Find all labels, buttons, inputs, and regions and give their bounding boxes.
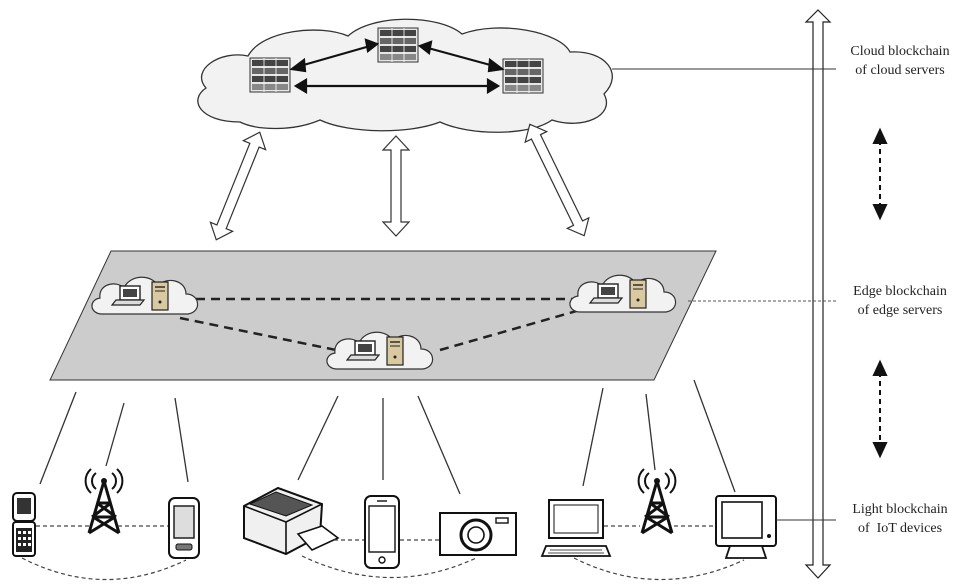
camera-icon — [439, 512, 517, 556]
device-uplinks — [39, 379, 736, 495]
light-layer-label: Light blockchain of IoT devices — [820, 500, 976, 538]
edge-plane — [49, 250, 717, 381]
edge-label-line2: of edge servers — [857, 303, 943, 318]
light-label-line1: Light blockchain — [852, 502, 948, 517]
cloud-label-line2: of cloud servers — [855, 63, 945, 78]
edge-links — [179, 297, 581, 352]
television-icon — [715, 495, 777, 559]
printer-icon — [243, 486, 340, 556]
desktop-monitor-icon — [540, 499, 612, 557]
light-label-line2: of IoT devices — [857, 521, 943, 536]
flip-phone-icon — [12, 492, 36, 557]
scale-double-arrow — [804, 9, 832, 579]
cloud-server-rack-icon — [249, 57, 291, 93]
cloud-server-links — [289, 38, 505, 94]
cloud-label-line1: Cloud blockchain — [850, 44, 950, 59]
pda-icon — [168, 497, 200, 559]
cloud-server-rack-icon — [377, 27, 419, 63]
smartphone-icon — [364, 495, 400, 569]
edge-label-line1: Edge blockchain — [853, 284, 947, 299]
edge-layer-label: Edge blockchain of edge servers — [820, 282, 976, 320]
cloud-server-rack-icon — [502, 58, 544, 94]
device-local-links — [21, 525, 745, 581]
cloud-layer-label: Cloud blockchain of cloud servers — [820, 42, 976, 80]
layer-separator-arrows — [872, 127, 888, 459]
cloud-edge-arrows — [209, 123, 590, 241]
cloud-shape — [197, 18, 613, 133]
cell-tower-icon — [637, 467, 677, 535]
cell-tower-icon — [84, 467, 124, 535]
